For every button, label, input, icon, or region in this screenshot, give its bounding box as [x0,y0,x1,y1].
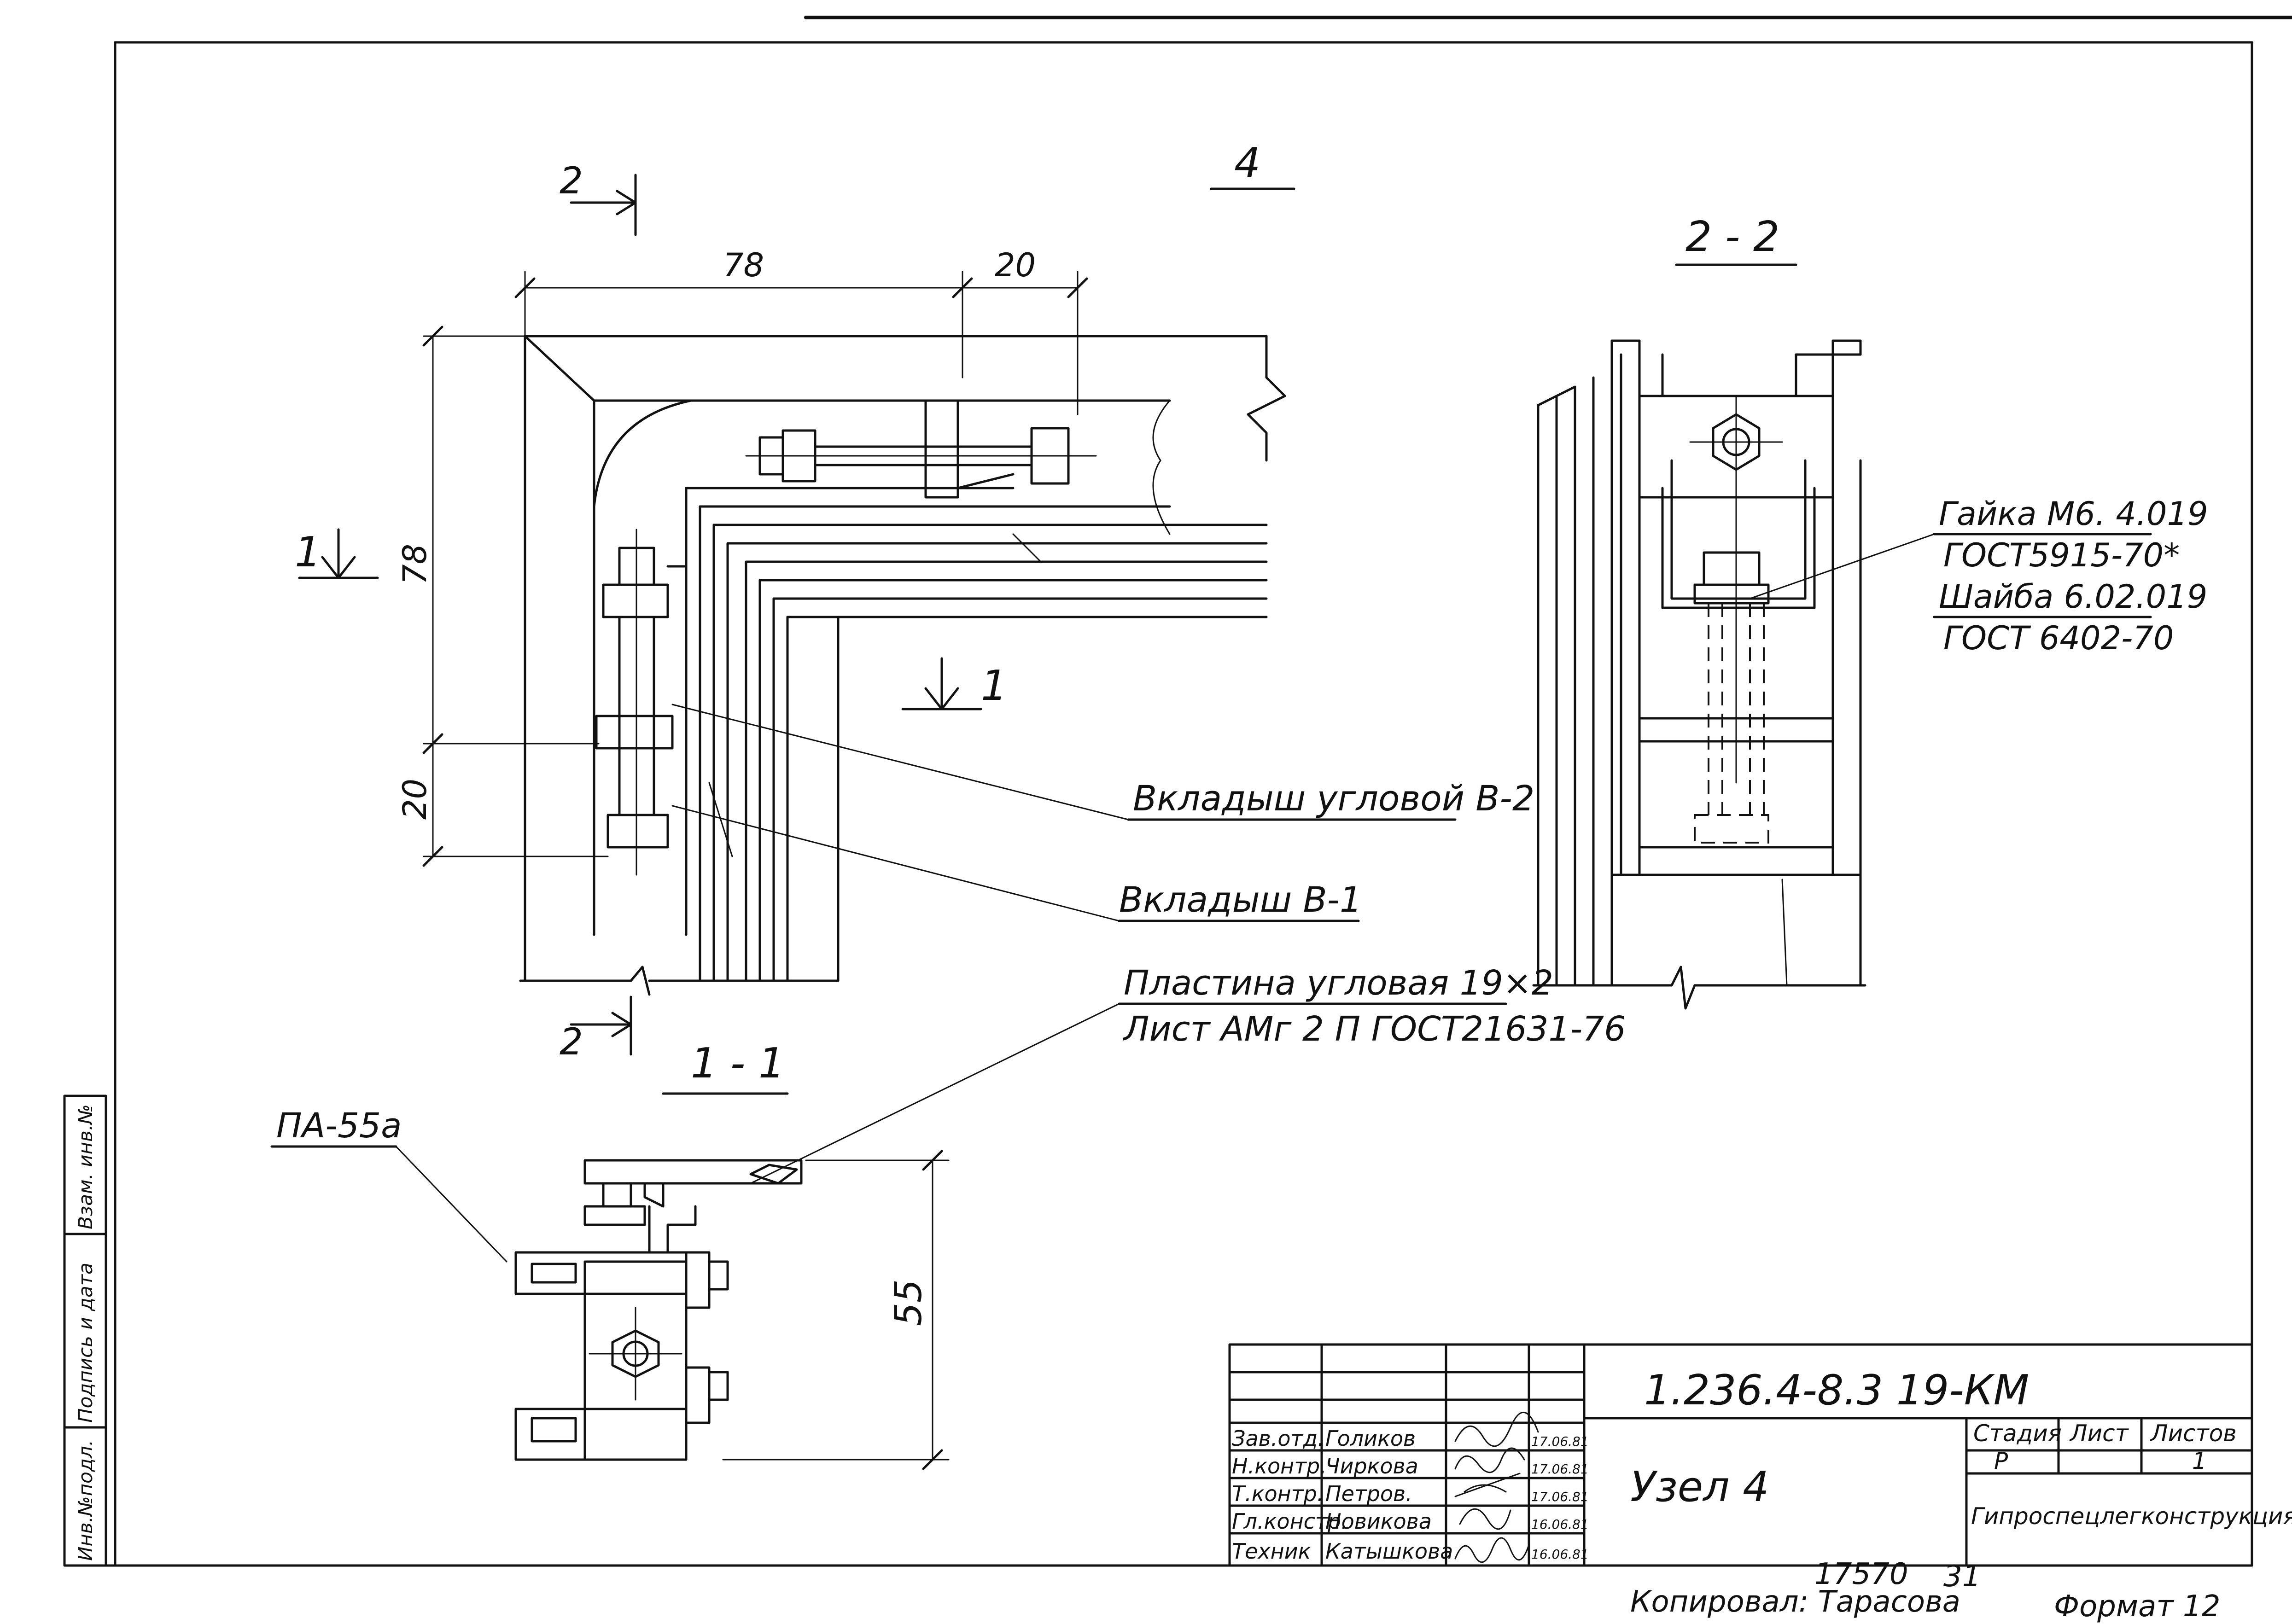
dimension-top-part: 20 [995,246,1036,284]
section-mark-top: 2 [560,159,583,202]
paper-format: Формат 12 [2054,1589,2220,1624]
signature-1 [1454,1412,1539,1447]
row-date-5: 16.06.81 [1531,1547,1589,1562]
stamp-signature-date: Подпись и дата [74,1263,97,1423]
dimension-left-total: 78 [396,544,434,585]
document-code: 1.236.4-8.3 19-КМ [1644,1366,2029,1414]
callout-nut-line2: ГОСТ5915-70* [1943,536,2180,574]
callout-profile: ПА-55а [276,1106,402,1146]
drawing-title: Узел 4 [1630,1463,1769,1511]
row-name-3: Петров. [1325,1481,1412,1506]
row-name-2: Чиркова [1325,1454,1418,1478]
dimension-profile-height: 55 [887,1279,930,1326]
row-date-3: 17.06.81 [1531,1489,1589,1504]
row-name-4: Новикова [1325,1509,1432,1534]
row-role-3: Т.контр. [1232,1481,1324,1506]
row-role-5: Техник [1232,1539,1311,1564]
archive-suffix: 31 [1943,1560,1981,1594]
archive-number: 17570 [1814,1557,1908,1591]
row-name-1: Голиков [1325,1426,1416,1451]
stage-value: Р [1994,1448,2008,1474]
sheet-header: Лист [2069,1420,2129,1447]
section-2-2-view: 2 - 2 [1532,213,2208,1010]
callout-plate-line2: Лист АМг 2 П ГОСТ21631-76 [1122,1009,1626,1049]
copied-by: Копировал: Тарасова [1630,1585,1960,1619]
row-name-5: Катышкова [1325,1539,1453,1564]
sheets-header: Листов [2150,1420,2237,1447]
row-role-4: Гл.констр. [1232,1509,1348,1534]
signature-2 [1454,1447,1525,1473]
callout-nut-line1: Гайка М6. 4.019 [1939,495,2208,533]
signature-4 [1459,1508,1511,1530]
section-mark-left: 1 [295,528,321,576]
callout-insert-corner: Вкладыш угловой В-2 [1133,778,1534,819]
section-mark-right: 1 [981,662,1007,710]
callout-insert-b1: Вкладыш В-1 [1119,879,1362,920]
corner-node-view: 2 2 1 1 78 20 [295,159,1534,1063]
dimension-left-part: 20 [396,779,434,820]
row-date-2: 17.06.81 [1531,1461,1589,1477]
section-mark-bottom: 2 [560,1020,583,1063]
section-1-1-view: 1 - 1 Пластина угловая 19×2 Лист АМг 2 П… [270,963,1626,1470]
stamp-replacement-inv: Взам. инв.№ [74,1104,97,1229]
callout-plate-line1: Пластина угловая 19×2 [1124,963,1553,1003]
side-stamp: Инв.№подл. Подпись и дата Взам. инв.№ [63,1094,107,1567]
signature-5 [1454,1537,1530,1563]
view-number-label: 4 [1234,139,1260,187]
callout-washer-line2: ГОСТ 6402-70 [1943,619,2174,657]
section-1-1-label: 1 - 1 [691,1039,785,1088]
callout-washer-line1: Шайба 6.02.019 [1939,578,2207,616]
row-date-1: 17.06.81 [1531,1434,1589,1449]
stamp-inv-number: Инв.№подл. [74,1440,97,1561]
row-role-2: Н.контр. [1232,1454,1327,1478]
row-date-4: 16.06.81 [1531,1517,1589,1532]
stage-header: Стадия [1973,1420,2062,1447]
organization-name: Гипроспецлегконструкция [1971,1503,2292,1530]
section-2-2-label: 2 - 2 [1685,213,1779,261]
title-block: 1.236.4-8.3 19-КМ Узел 4 Гипроспецлегкон… [1228,1343,2292,1567]
sheets-value: 1 [2192,1448,2207,1474]
signature-3 [1454,1473,1521,1497]
row-role-1: Зав.отд. [1232,1426,1324,1451]
dimension-top-total: 78 [723,246,764,284]
